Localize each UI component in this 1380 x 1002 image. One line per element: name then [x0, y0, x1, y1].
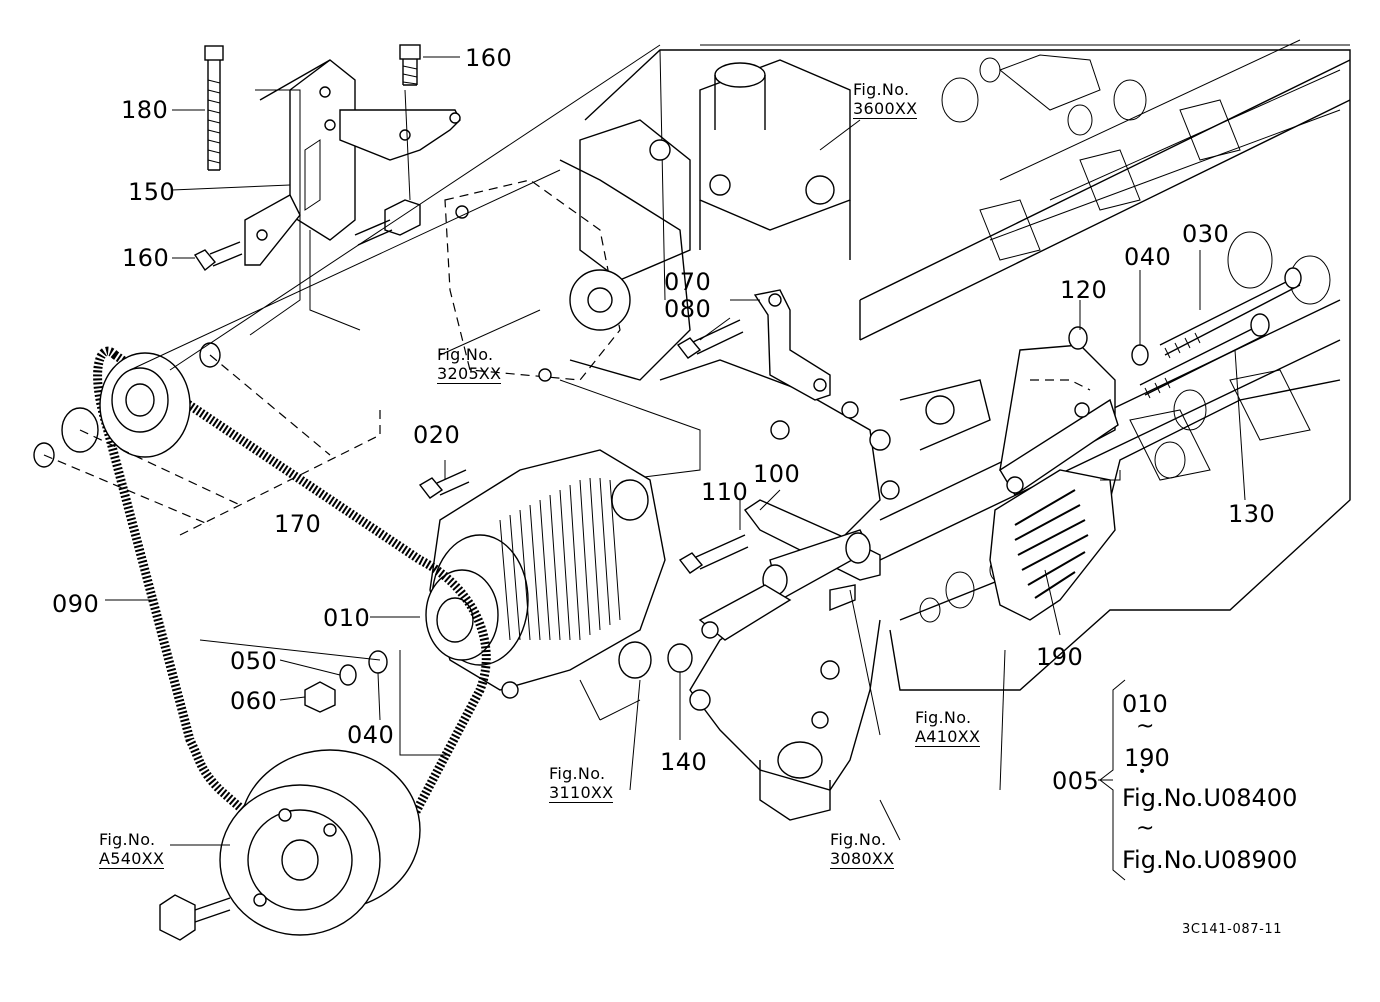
figref-3205: Fig.No. 3205XX	[437, 345, 502, 384]
label-030: 030	[1182, 220, 1230, 248]
range-fig-from: Fig.No.U08400	[1122, 784, 1298, 812]
crank-bolt	[159, 894, 231, 941]
figref-A540: Fig.No. A540XX	[99, 830, 165, 869]
label-130: 130	[1228, 500, 1276, 528]
label-070: 070	[664, 268, 712, 296]
label-190: 190	[1036, 643, 1084, 671]
bracket-130	[999, 344, 1119, 496]
label-010: 010	[323, 604, 371, 632]
bolt-080	[676, 319, 744, 359]
figref-3205-line1: Fig.No.	[437, 345, 494, 364]
water-pump-housing	[579, 59, 851, 281]
label-170: 170	[274, 510, 322, 538]
figref-3110-line1: Fig.No.	[549, 764, 606, 783]
figref-A540-line2: A540XX	[99, 849, 165, 869]
bracket-070	[753, 289, 831, 401]
crank-pulley	[219, 749, 421, 936]
shield-190	[989, 469, 1116, 621]
figref-A540-line1: Fig.No.	[99, 830, 156, 849]
bolt-160-side	[193, 241, 243, 272]
label-160-side: 160	[122, 244, 170, 272]
drawing-number: 3C141-087-11	[1182, 922, 1283, 937]
label-140: 140	[660, 748, 708, 776]
label-160-top: 160	[465, 44, 513, 72]
label-100: 100	[753, 460, 801, 488]
leader-lines	[105, 56, 1246, 846]
range-dot: •	[1138, 764, 1147, 780]
range-tilde-2: ~	[1136, 816, 1155, 841]
label-120: 120	[1060, 276, 1108, 304]
figref-A410-line1: Fig.No.	[915, 708, 972, 727]
figref-3600-line1: Fig.No.	[853, 80, 910, 99]
bolt-160-top	[399, 44, 421, 86]
figref-3110-line2: 3110XX	[549, 783, 614, 803]
gear-case	[659, 359, 991, 821]
label-040-top: 040	[1124, 243, 1172, 271]
figref-3080-line1: Fig.No.	[830, 830, 887, 849]
label-110: 110	[701, 478, 749, 506]
figref-3205-line2: 3205XX	[437, 364, 502, 384]
figref-3600: Fig.No. 3600XX	[853, 80, 918, 119]
washer-040-top	[1131, 344, 1149, 366]
fan-pulley	[99, 352, 191, 458]
washer-050	[339, 664, 357, 686]
figref-3110: Fig.No. 3110XX	[549, 764, 614, 803]
label-050: 050	[230, 647, 278, 675]
bracket-150	[244, 59, 461, 266]
nut-060	[304, 681, 336, 713]
figref-3080: Fig.No. 3080XX	[830, 830, 895, 869]
figref-3600-line2: 3600XX	[853, 99, 918, 119]
range-tilde-1: ~	[1136, 714, 1155, 739]
bolt-020	[418, 469, 470, 499]
figref-3080-line2: 3080XX	[830, 849, 895, 869]
label-180: 180	[121, 96, 169, 124]
water-pump-body	[444, 159, 701, 481]
range-from: 010	[1122, 690, 1168, 718]
tension-link-100	[698, 499, 881, 641]
alternator	[425, 449, 666, 699]
bolt-110	[678, 534, 749, 574]
bolt-030-130	[1139, 267, 1302, 399]
label-150: 150	[128, 178, 176, 206]
label-040-low: 040	[347, 721, 395, 749]
label-005: 005	[1052, 767, 1100, 795]
washer-120	[1068, 326, 1088, 350]
label-060: 060	[230, 687, 278, 715]
bolt-180	[204, 45, 224, 171]
stud-bolt	[354, 199, 421, 246]
label-020: 020	[413, 421, 461, 449]
explode-lines	[43, 44, 661, 756]
washer-040-low	[368, 650, 388, 674]
spacer-140b	[618, 641, 652, 679]
label-080: 080	[664, 295, 712, 323]
figref-A410-line2: A410XX	[915, 727, 981, 747]
range-fig-to: Fig.No.U08900	[1122, 846, 1298, 874]
figref-A410: Fig.No. A410XX	[915, 708, 981, 747]
label-090: 090	[52, 590, 100, 618]
range-to: 190	[1124, 744, 1170, 772]
bushing-140	[667, 643, 693, 673]
